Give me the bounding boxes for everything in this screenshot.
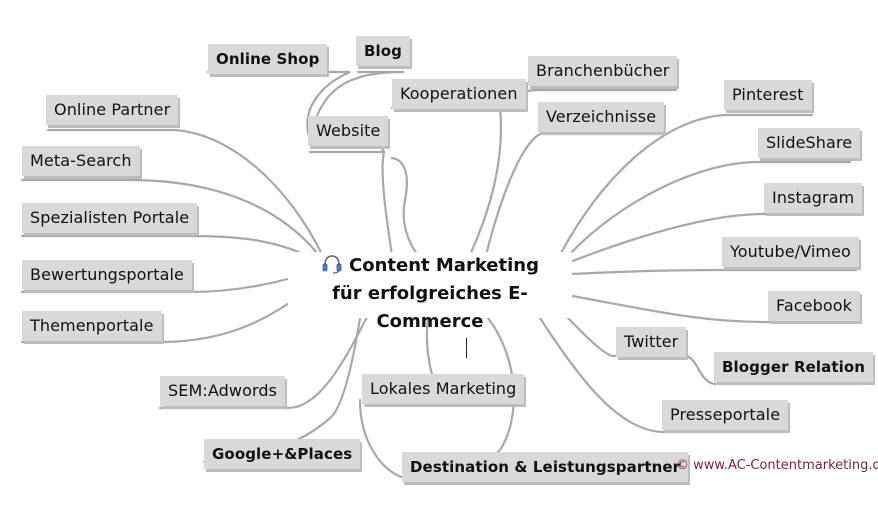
- branch-destination-curve: [358, 398, 406, 480]
- node-label: Themenportale: [30, 316, 154, 335]
- node-label: Presseportale: [670, 405, 781, 424]
- node-label: Bewertungsportale: [30, 265, 184, 284]
- node-presseportale[interactable]: Presseportale: [662, 400, 789, 430]
- copyright-text: © www.AC-Contentmarketing.de: [676, 458, 878, 473]
- node-label: Lokales Marketing: [370, 379, 517, 398]
- branch-kooperationen: [390, 106, 503, 257]
- branch-spezialisten: [20, 234, 322, 264]
- branch-facebook: [570, 294, 858, 324]
- branch-online-partner: [46, 128, 332, 274]
- branch-online-shop: [206, 70, 351, 142]
- node-slideshare[interactable]: SlideShare: [758, 128, 861, 158]
- node-online-partner[interactable]: Online Partner: [46, 95, 179, 125]
- node-label: Pinterest: [732, 85, 804, 104]
- central-topic-text1: Content Marketing: [349, 255, 539, 276]
- node-label: SEM:Adwords: [168, 381, 278, 400]
- branch-meta-search: [20, 178, 330, 270]
- branch-youtube: [570, 268, 858, 276]
- node-branchenbuecher[interactable]: Branchenbücher: [528, 56, 678, 86]
- branch-presse: [538, 316, 784, 434]
- node-destination[interactable]: Destination & Leistungspartner: [402, 452, 689, 482]
- node-blog[interactable]: Blog: [356, 36, 411, 66]
- node-label: Online Shop: [216, 50, 320, 68]
- node-spezialisten-portale[interactable]: Spezialisten Portale: [22, 203, 198, 233]
- branch-sem: [158, 313, 370, 410]
- branch-slideshare: [564, 160, 852, 260]
- node-youtube-vimeo[interactable]: Youtube/Vimeo: [722, 237, 859, 267]
- central-topic-line1: Content Marketing: [288, 252, 572, 280]
- node-label: Instagram: [772, 188, 855, 207]
- node-label: Youtube/Vimeo: [730, 242, 851, 261]
- node-themenportale[interactable]: Themenportale: [22, 311, 162, 341]
- node-kooperationen[interactable]: Kooperationen: [392, 79, 526, 109]
- node-label: Online Partner: [54, 100, 171, 119]
- node-facebook[interactable]: Facebook: [768, 291, 860, 321]
- node-label: Blogger Relation: [722, 358, 866, 376]
- branch-pinterest: [558, 113, 814, 257]
- node-verzeichnisse[interactable]: Verzeichnisse: [538, 102, 665, 132]
- node-twitter[interactable]: Twitter: [616, 327, 687, 357]
- node-label: Twitter: [624, 332, 679, 351]
- node-label: Kooperationen: [400, 84, 518, 103]
- node-label: Blog: [364, 42, 403, 60]
- node-sem-adwords[interactable]: SEM:Adwords: [160, 376, 286, 406]
- node-label: Website: [316, 121, 381, 140]
- node-instagram[interactable]: Instagram: [764, 183, 863, 213]
- node-label: Facebook: [776, 296, 852, 315]
- node-label: SlideShare: [766, 133, 853, 152]
- text-cursor: [466, 338, 467, 358]
- node-label: Branchenbücher: [536, 61, 670, 80]
- branch-website-loop: [390, 156, 420, 257]
- branch-website: [308, 150, 394, 257]
- branch-instagram: [568, 212, 854, 264]
- node-bewertungsportale[interactable]: Bewertungsportale: [22, 260, 192, 290]
- node-lokales-marketing[interactable]: Lokales Marketing: [362, 374, 525, 404]
- node-label: Spezialisten Portale: [30, 208, 190, 227]
- node-website[interactable]: Website: [308, 116, 389, 146]
- central-topic-line2: für erfolgreiches E-Commerce: [332, 283, 528, 332]
- central-topic[interactable]: Content Marketing für erfolgreiches E-Co…: [288, 252, 572, 332]
- node-blogger-relation[interactable]: Blogger Relation: [714, 352, 874, 382]
- node-label: Destination & Leistungspartner: [410, 458, 681, 476]
- node-google-places[interactable]: Google+&Places: [204, 439, 361, 469]
- branch-verzeichnisse: [484, 132, 662, 257]
- node-online-shop[interactable]: Online Shop: [208, 44, 328, 74]
- headset-icon: [322, 255, 342, 274]
- node-pinterest[interactable]: Pinterest: [724, 80, 812, 110]
- node-label: Verzeichnisse: [546, 107, 657, 126]
- node-label: Google+&Places: [212, 445, 353, 463]
- node-label: Meta-Search: [30, 151, 132, 170]
- node-meta-search[interactable]: Meta-Search: [22, 146, 140, 176]
